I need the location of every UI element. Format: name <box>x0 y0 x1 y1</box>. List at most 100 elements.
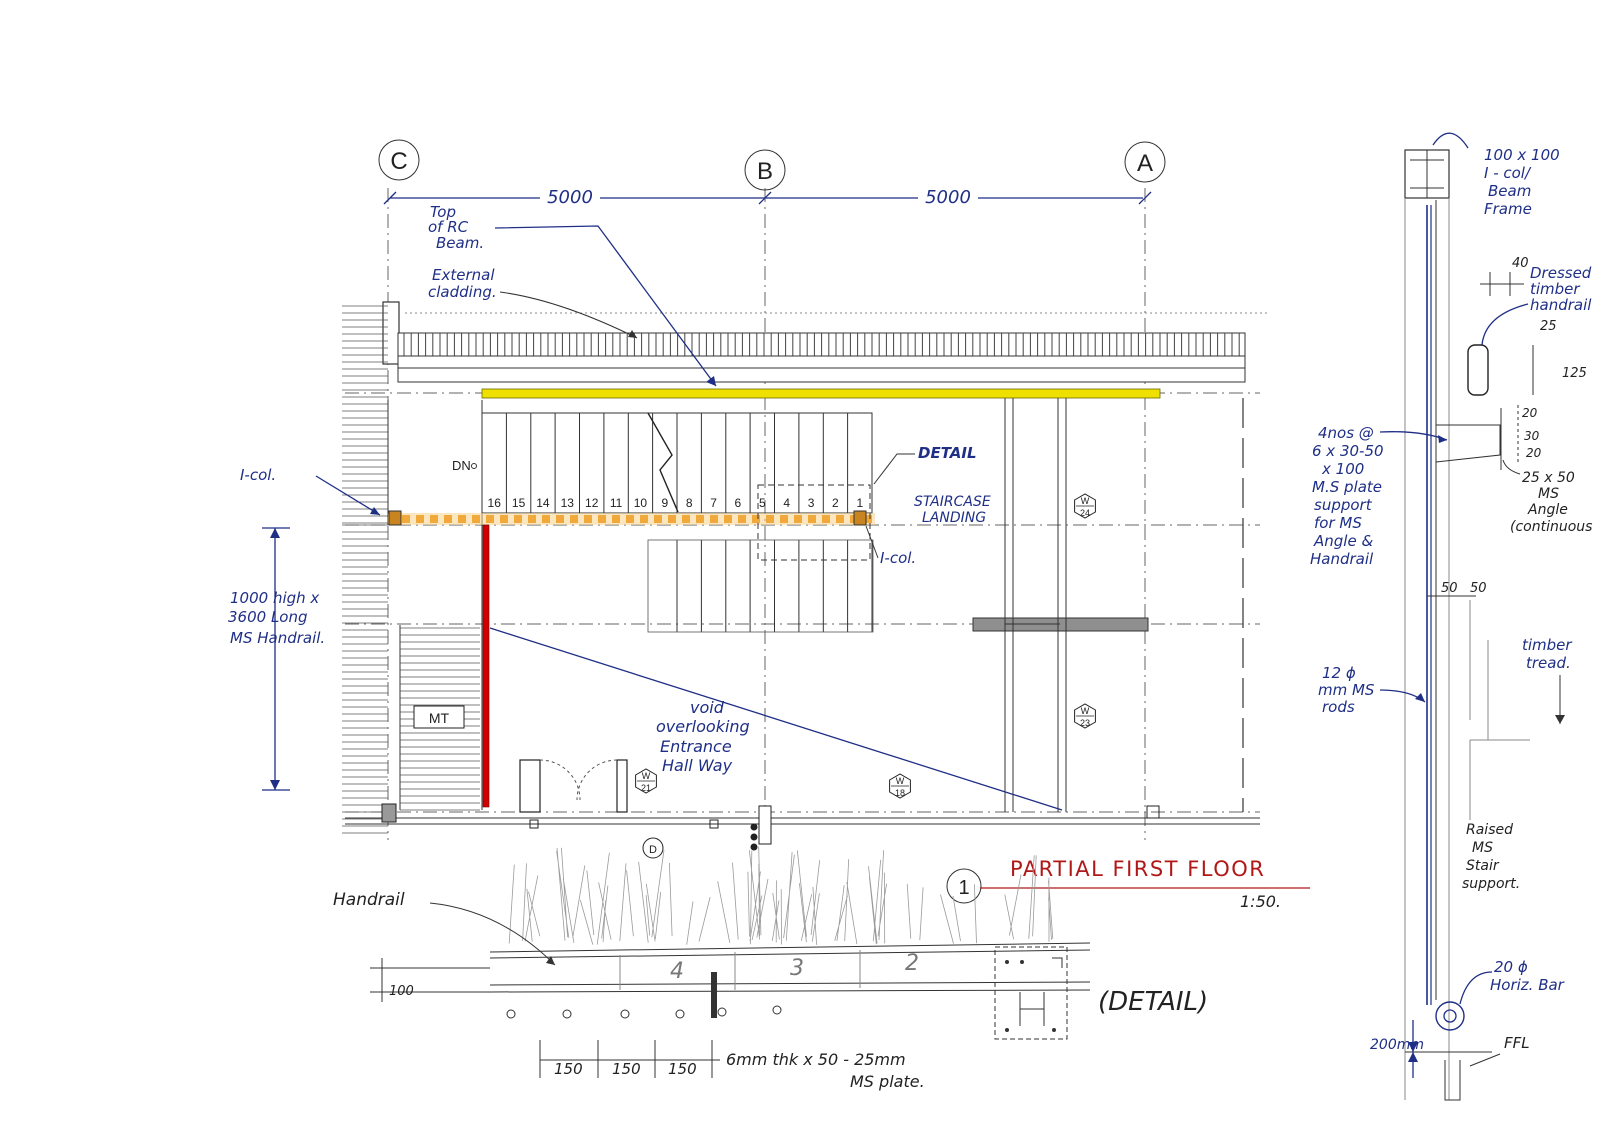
rc-beam-note: Top of RC Beam. <box>428 203 717 387</box>
detail-callout-label: DETAIL <box>918 444 977 462</box>
detail-callout-note: DETAIL <box>873 444 977 485</box>
section-handrail-note-3: handrail <box>1530 296 1592 314</box>
section-tread-note-1: timber <box>1522 636 1572 654</box>
void-note-line3: Entrance <box>660 737 732 756</box>
rc-beam-note-line1: Top <box>430 203 456 221</box>
window-tag-letter: W <box>642 771 651 781</box>
section-dim-200: 200mm <box>1370 1037 1424 1053</box>
drawing-number: 1 <box>958 877 969 899</box>
icol-left-label: I-col. <box>240 466 276 484</box>
section-ffl: FFL <box>1504 1034 1530 1052</box>
section-bar-note-2: Horiz. Bar <box>1490 976 1565 994</box>
section-stair-note-2: MS <box>1472 840 1493 856</box>
span-cb-dimension: 5000 <box>547 187 593 208</box>
tread-number: 13 <box>561 496 575 510</box>
icol-left-note: I-col. <box>240 466 381 516</box>
rc-beam-note-line2: of RC <box>428 218 469 236</box>
section-plate-note-4: M.S plate <box>1312 478 1382 496</box>
detail-plan-notes: Handrail 100 150 150 150 6mm thk x 50 - … <box>333 890 1208 1091</box>
section-dim-25: 25 <box>1540 319 1557 334</box>
tread-number: 14 <box>536 496 550 510</box>
section-rods-note-2: mm MS <box>1318 681 1375 699</box>
tread-number: 15 <box>512 496 526 510</box>
ms-handrail <box>482 524 490 808</box>
void-note-line2: overlooking <box>656 717 750 736</box>
drawing-title-block: 1 PARTIAL FIRST FLOOR 1:50. <box>946 857 1310 911</box>
grid-bubble-b: B <box>744 149 786 191</box>
handrail-spec-line3: MS Handrail. <box>230 629 325 647</box>
grid-label-c: C <box>390 148 407 175</box>
drawing-scale: 1:50. <box>1240 892 1281 911</box>
section-col-note-4: Frame <box>1484 200 1532 218</box>
dn-label: DN <box>452 458 471 473</box>
tread-number: 7 <box>710 496 717 510</box>
section-dim-20-top: 20 <box>1522 406 1538 420</box>
section-col-note-1: 100 x 100 <box>1484 146 1560 164</box>
tread-number: 6 <box>735 496 742 510</box>
section-plate-note-1: 4nos @ <box>1318 424 1374 442</box>
handrail-spec-note: 1000 high x 3600 Long MS Handrail. <box>228 527 325 791</box>
section-tread-note-2: tread. <box>1526 654 1571 672</box>
detail-label: (DETAIL) <box>1098 987 1208 1017</box>
section-plate-note-6: for MS <box>1314 514 1362 532</box>
span-ba-dimension: 5000 <box>925 187 971 208</box>
detail-tread-4: 4 <box>670 959 684 984</box>
section-stair-note-1: Raised <box>1466 822 1513 838</box>
section-col-note-3: Beam <box>1488 182 1531 200</box>
grid-bubble-a: A <box>1124 141 1166 183</box>
detail-spacing-1: 150 <box>554 1060 583 1078</box>
tread-number: 5 <box>759 496 766 510</box>
section-col-note-2: I - col/ <box>1484 164 1532 182</box>
detail-dim-100: 100 <box>389 984 414 999</box>
section-plate-note-3: x 100 <box>1321 460 1364 478</box>
rc-beam-note-line3: Beam. <box>436 234 484 252</box>
section-stair-note-3: Stair <box>1466 858 1500 874</box>
grid-bubble-c: C <box>378 139 420 181</box>
void-note: void overlooking Entrance Hall Way <box>489 627 1063 811</box>
window-tag-letter: W <box>1081 706 1090 716</box>
detail-spacing-2: 150 <box>612 1060 641 1078</box>
section-angle-note-1: 25 x 50 <box>1522 470 1575 486</box>
window-tag-letter: W <box>896 776 905 786</box>
section-dim-50-left: 50 <box>1441 581 1458 596</box>
window-walls <box>1004 398 1244 812</box>
window-tag: W18 <box>889 773 911 799</box>
detail-spacing-3: 150 <box>668 1060 697 1078</box>
detail-plate-note-line2: MS plate. <box>850 1072 925 1091</box>
detail-plate-note-line1: 6mm thk x 50 - 25mm <box>726 1050 906 1069</box>
detail-handrail-label: Handrail <box>333 890 405 910</box>
void-note-line1: void <box>690 698 725 717</box>
window-tag-number: 21 <box>641 783 651 793</box>
window-tag: W 24 <box>1074 493 1096 519</box>
section-bar-note-1: 20 ϕ <box>1494 958 1528 976</box>
grid-label-a: A <box>1137 150 1153 177</box>
section-angle-note-3: Angle <box>1527 502 1568 518</box>
window-tag: W 21 <box>635 768 657 794</box>
landing-note-line2: LANDING <box>922 510 986 526</box>
tread-number: 4 <box>783 496 790 510</box>
section-dim-125: 125 <box>1562 366 1587 381</box>
section-angle-note-2: MS <box>1538 486 1559 502</box>
grid-label-b: B <box>757 158 773 185</box>
section-stair-note-4: support. <box>1462 876 1520 892</box>
room-label-mt: MT <box>429 710 450 726</box>
section-plate-note-2: 6 x 30-50 <box>1312 442 1384 460</box>
entrance-doors: D <box>345 759 1260 859</box>
section-handrail-note-2: timber <box>1530 280 1580 298</box>
tread-number: 2 <box>832 496 839 510</box>
detail-tread-3: 3 <box>790 956 804 981</box>
section-detail <box>1404 149 1530 1101</box>
section-dim-50-right: 50 <box>1470 581 1487 596</box>
window-tag-letter: W <box>1081 496 1090 506</box>
tread-number: 1 <box>856 496 863 510</box>
window-tag-number: 24 <box>1080 508 1090 518</box>
section-plate-note-8: Handrail <box>1310 550 1374 568</box>
section-plate-note-7: Angle & <box>1313 532 1373 550</box>
mt-room: MT <box>400 627 480 811</box>
section-notes: 100 x 100 I - col/ Beam Frame 40 Dressed… <box>1310 132 1592 1067</box>
section-dim-20-bottom: 20 <box>1526 446 1542 460</box>
staircase-landing-beam <box>388 510 875 526</box>
